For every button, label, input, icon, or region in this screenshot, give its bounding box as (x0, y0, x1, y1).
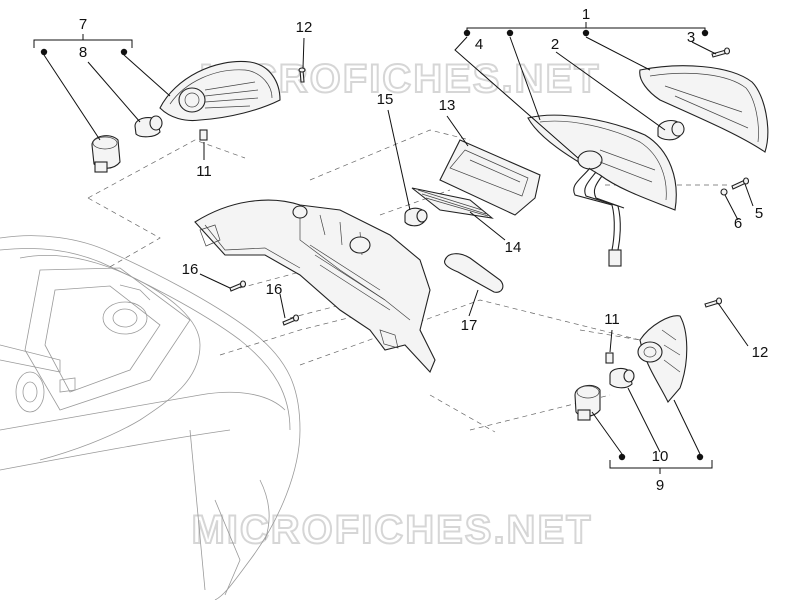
left-bulb (134, 115, 163, 138)
rear-plate-holder (194, 199, 436, 374)
left-turn-signal-lens (159, 60, 281, 122)
leader-lines (43, 36, 754, 455)
label-6: 6 (734, 215, 742, 232)
tail-light-lens (639, 65, 769, 153)
plate-light-bulb (404, 207, 428, 227)
label-16-lower: 16 (266, 281, 283, 298)
label-8: 8 (79, 44, 87, 61)
holder-screw-lower (282, 314, 300, 326)
label-15: 15 (377, 91, 394, 108)
label-16-upper: 16 (182, 261, 199, 278)
label-1: 1 (582, 6, 590, 23)
bracket-group-9 (609, 453, 713, 474)
label-4: 4 (475, 36, 483, 53)
scooter-rear-body (0, 235, 301, 600)
left-screw (298, 67, 306, 83)
label-2: 2 (551, 36, 559, 53)
label-11-top: 11 (196, 163, 212, 180)
tail-light-housing (527, 114, 677, 211)
tail-bulb (657, 119, 685, 141)
watermark-bottom: MICROFICHES.NET (191, 508, 592, 552)
label-10: 10 (652, 448, 669, 465)
right-screw (704, 297, 723, 308)
left-bulb-socket (91, 135, 121, 173)
right-bulb-socket (574, 384, 601, 421)
plate-light-lens (411, 187, 494, 219)
bracket-group-1 (463, 22, 709, 37)
right-clip-nut (605, 352, 614, 364)
label-9: 9 (656, 477, 664, 494)
label-5: 5 (755, 205, 763, 222)
tail-washer (720, 188, 728, 196)
right-turn-signal-lens (637, 315, 688, 404)
label-11-bottom: 11 (604, 311, 620, 328)
left-clip-nut (199, 129, 208, 141)
holder-screw-upper (229, 280, 247, 292)
plate-light-cover (439, 139, 541, 216)
tail-screw-top (711, 47, 731, 58)
label-7: 7 (79, 16, 87, 33)
tail-screw-side (731, 177, 750, 190)
label-17: 17 (461, 317, 478, 334)
label-13: 13 (439, 97, 456, 114)
right-bulb (609, 367, 635, 389)
label-12-bottom: 12 (752, 344, 769, 361)
label-12-top: 12 (296, 19, 313, 36)
label-14: 14 (505, 239, 522, 256)
tail-light-wire-harness (573, 167, 625, 267)
label-3: 3 (687, 29, 695, 46)
part-number-labels: 1 2 3 4 5 6 7 8 9 10 11 11 12 12 13 14 1… (79, 6, 769, 494)
bracket-group-7 (33, 34, 133, 56)
plate-light-gasket (444, 253, 504, 293)
